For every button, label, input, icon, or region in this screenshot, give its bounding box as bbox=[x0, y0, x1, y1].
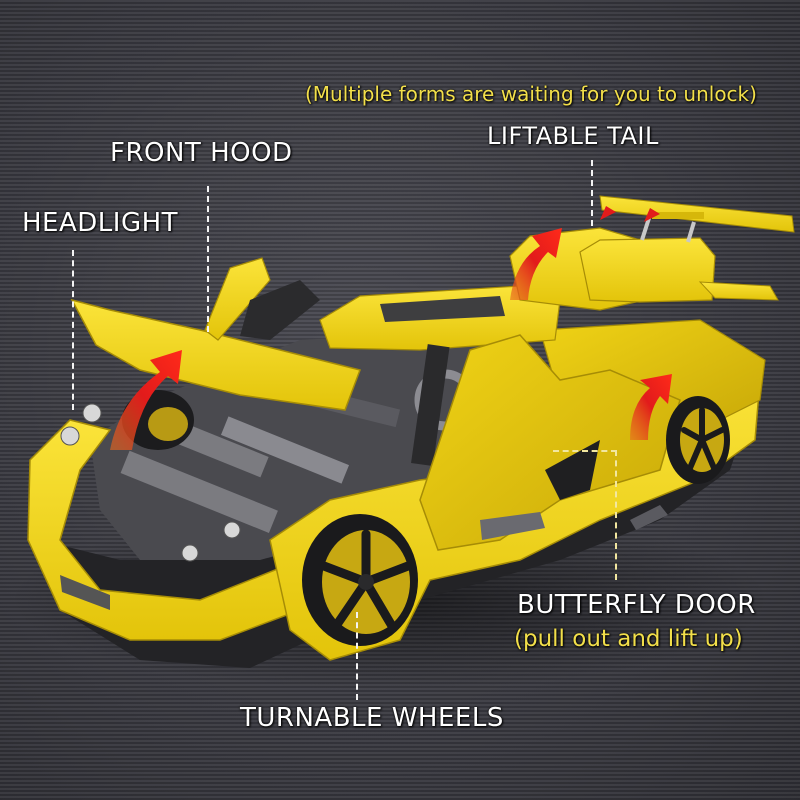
tail-right bbox=[579, 237, 716, 303]
hood-flap bbox=[204, 257, 271, 341]
turnable-wheels-leader-line bbox=[356, 612, 358, 700]
tail-fin bbox=[698, 281, 779, 301]
front-wheel bbox=[302, 514, 418, 646]
unlock-forms-subtitle: (Multiple forms are waiting for you to u… bbox=[305, 82, 757, 106]
hood-arrow-icon bbox=[110, 350, 182, 450]
front-hood-lifted bbox=[70, 298, 361, 411]
rear-wheel bbox=[666, 396, 730, 484]
tail-arrow-icon bbox=[510, 228, 562, 300]
roof-panel bbox=[380, 296, 505, 322]
front-hood-leader-line bbox=[207, 186, 209, 332]
door-vent bbox=[545, 440, 600, 500]
turnable-wheels-label: TURNABLE WHEELS bbox=[240, 703, 504, 733]
headlight-right bbox=[82, 403, 102, 423]
door-arrow-icon bbox=[630, 374, 672, 440]
spoiler-arrow-left-icon bbox=[600, 206, 616, 220]
headlight-left bbox=[60, 426, 80, 446]
liftable-tail-leader-line bbox=[591, 160, 593, 226]
butterfly-door-note: (pull out and lift up) bbox=[514, 626, 743, 652]
liftable-tail-label: LIFTABLE TAIL bbox=[487, 122, 659, 150]
front-hood-label: FRONT HOOD bbox=[110, 138, 293, 168]
butterfly-door-label: BUTTERFLY DOOR bbox=[517, 590, 756, 620]
butterfly-door-leader-horizontal bbox=[553, 450, 617, 452]
spoiler-arrow-right-icon bbox=[644, 208, 660, 222]
butterfly-door-leader-vertical bbox=[615, 450, 617, 580]
headlight-leader-line bbox=[72, 250, 74, 410]
headlight-label: HEADLIGHT bbox=[22, 208, 179, 238]
